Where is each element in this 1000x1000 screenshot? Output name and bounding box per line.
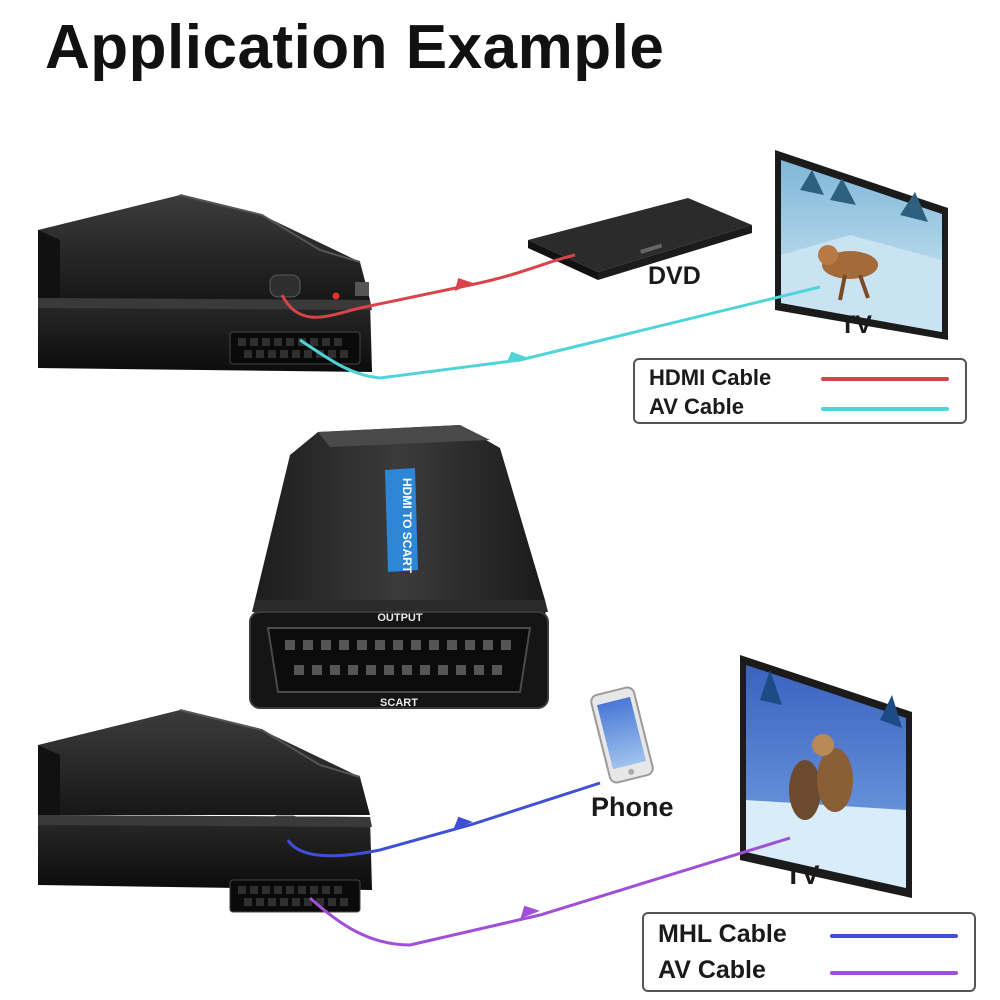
converter-box-bottom — [38, 709, 372, 913]
legend-top-row-1-label: HDMI Cable — [649, 365, 772, 390]
av-cable-bottom — [308, 836, 791, 947]
adapter-side-text: HDMI TO SCART — [400, 478, 414, 574]
phone-label: Phone — [591, 792, 674, 822]
dvd-player — [528, 198, 752, 280]
page-title: Application Example — [45, 13, 665, 82]
adapter-output-label: OUTPUT — [377, 612, 423, 624]
legend-top: HDMI Cable AV Cable — [633, 358, 967, 424]
legend-top-row-2-line — [821, 407, 949, 411]
legend-top-row-2-label: AV Cable — [649, 394, 744, 419]
legend-bottom: MHL Cable AV Cable — [642, 912, 976, 992]
av-cable-top — [299, 285, 821, 380]
tv-label-bottom: TV — [785, 860, 820, 890]
phone — [590, 686, 654, 784]
legend-bottom-row-2-label: AV Cable — [658, 956, 766, 984]
legend-bottom-row-1-line — [830, 934, 958, 938]
tv-screen-bottom — [740, 655, 912, 898]
legend-bottom-row-1-label: MHL Cable — [658, 920, 787, 948]
legend-top-row-1-line — [821, 377, 949, 381]
hdmi-to-scart-adapter: HDMI TO SCART OUTPUT SCART — [249, 425, 549, 709]
dvd-label: DVD — [648, 262, 701, 290]
tv-label-top: TV — [840, 311, 872, 339]
tv-screen-top — [775, 150, 948, 340]
legend-bottom-row-2-line — [830, 971, 958, 975]
converter-box-top — [38, 194, 372, 372]
mhl-cable-bottom — [286, 781, 601, 858]
hdmi-cable-top — [280, 253, 576, 319]
adapter-scart-label: SCART — [380, 697, 418, 709]
